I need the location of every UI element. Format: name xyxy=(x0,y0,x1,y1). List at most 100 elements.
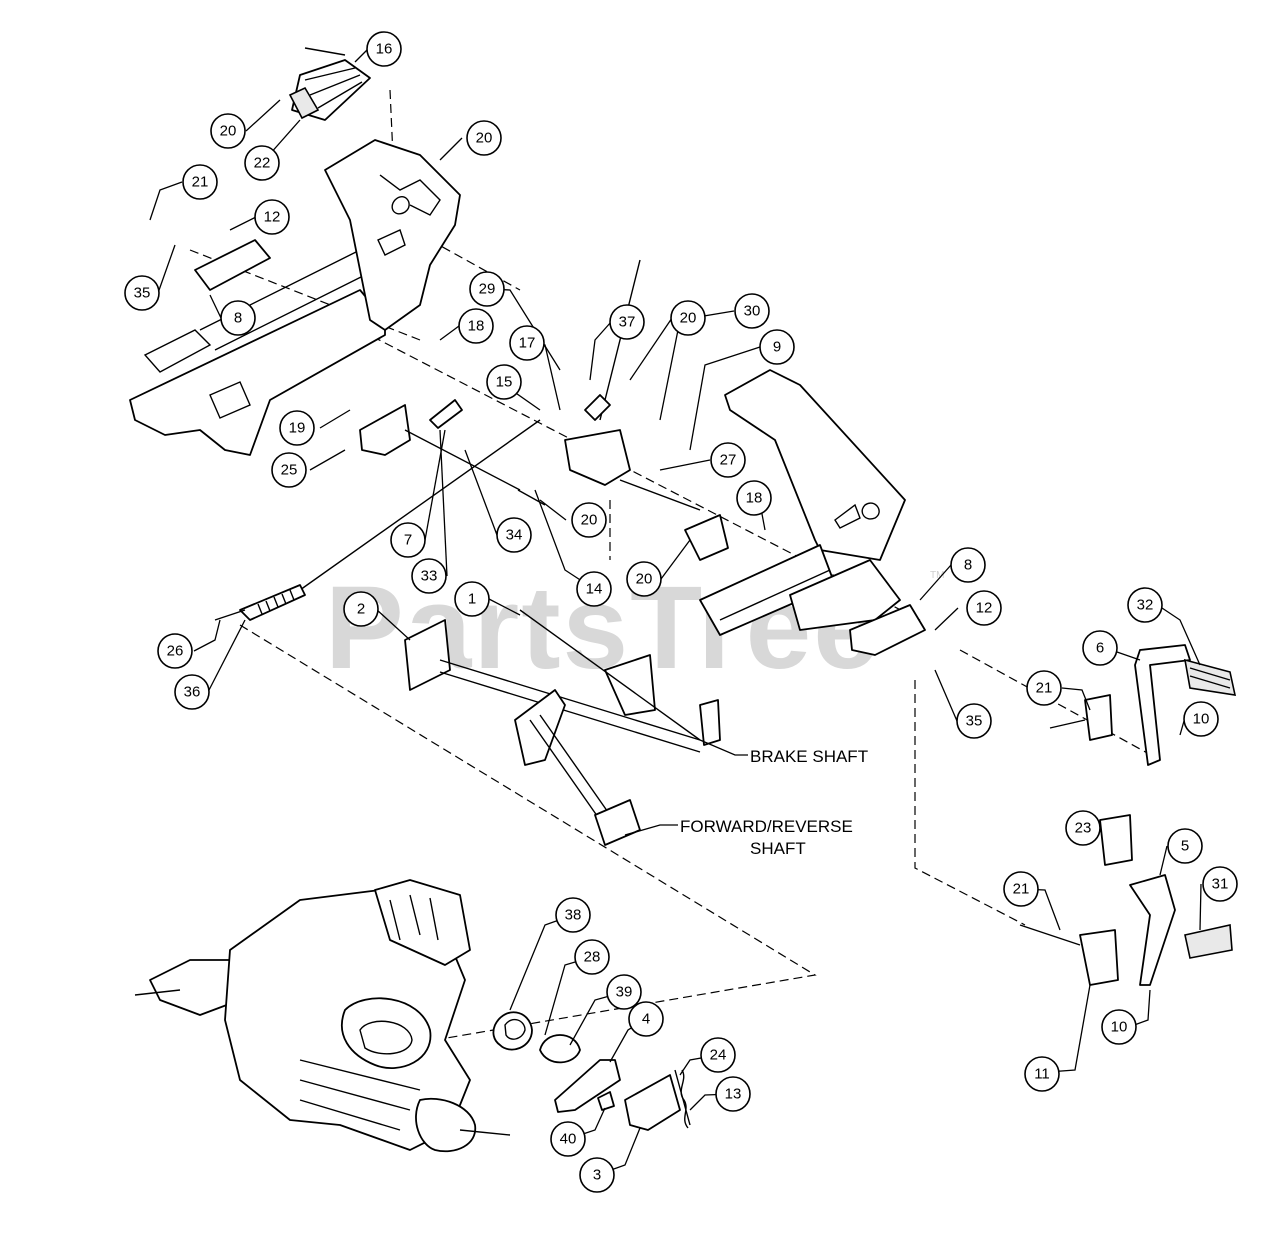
callout-number: 21 xyxy=(192,174,209,191)
brake-shaft-label: BRAKE SHAFT xyxy=(750,747,868,766)
callout-26: 26 xyxy=(157,633,193,669)
callout-number: 18 xyxy=(746,490,763,507)
callout-number: 35 xyxy=(966,713,983,730)
callout-number: 17 xyxy=(519,335,536,352)
callout-circle xyxy=(279,410,315,446)
callout-number: 6 xyxy=(1096,640,1104,657)
callout-circle xyxy=(1101,1009,1137,1045)
callout-circle xyxy=(1167,828,1203,864)
transaxle xyxy=(134,879,511,1153)
callout-circle xyxy=(220,300,256,336)
callout-number: 38 xyxy=(565,907,582,924)
callout-circle xyxy=(469,271,505,307)
callout-number: 1 xyxy=(468,591,476,608)
cable xyxy=(214,419,541,621)
callout-number: 19 xyxy=(289,420,306,437)
callout-35: 35 xyxy=(956,703,992,739)
callout-number: 25 xyxy=(281,462,298,479)
forward-reverse-label-line2: SHAFT xyxy=(750,839,806,858)
callout-circle xyxy=(254,199,290,235)
callout-number: 40 xyxy=(560,1131,577,1148)
callout-circle xyxy=(157,633,193,669)
callout-circle xyxy=(626,561,662,597)
callout-9: 9 xyxy=(759,329,795,365)
callout-number: 14 xyxy=(586,581,603,598)
callout-number: 39 xyxy=(616,984,633,1001)
callout-13: 13 xyxy=(715,1076,751,1112)
callout-33: 33 xyxy=(411,558,447,594)
callout-number: 4 xyxy=(642,1011,650,1028)
callout-circle xyxy=(1065,810,1101,846)
callout-circle xyxy=(1026,670,1062,706)
shaft-assembly xyxy=(404,609,721,846)
callout-circle xyxy=(1127,587,1163,623)
callout-21: 21 xyxy=(1026,670,1062,706)
callout-20: 20 xyxy=(466,120,502,156)
callout-number: 15 xyxy=(496,374,513,391)
right-frame-rail xyxy=(699,369,926,656)
callout-circle xyxy=(411,558,447,594)
callout-circle xyxy=(458,308,494,344)
callout-number: 26 xyxy=(167,643,184,660)
callout-10: 10 xyxy=(1101,1009,1137,1045)
callout-circle xyxy=(1183,701,1219,737)
brake-pedal-upper xyxy=(288,47,371,121)
callout-circle xyxy=(124,275,160,311)
callout-circle xyxy=(628,1001,664,1037)
callout-number: 20 xyxy=(636,571,653,588)
callout-12: 12 xyxy=(966,590,1002,626)
callout-number: 28 xyxy=(584,949,601,966)
callout-number: 16 xyxy=(376,41,393,58)
callout-number: 27 xyxy=(720,452,737,469)
callout-circle xyxy=(574,939,610,975)
callout-27: 27 xyxy=(710,442,746,478)
callout-number: 23 xyxy=(1075,820,1092,837)
callout-circle xyxy=(670,300,706,336)
callout-21: 21 xyxy=(1003,871,1039,907)
left-frame-rail xyxy=(129,239,386,456)
callout-number: 20 xyxy=(476,130,493,147)
callout-number: 7 xyxy=(404,532,412,549)
callout-3: 3 xyxy=(579,1157,615,1193)
forward-reverse-label-line1: FORWARD/REVERSE xyxy=(680,817,853,836)
callout-circle xyxy=(715,1076,751,1112)
callout-28: 28 xyxy=(574,939,610,975)
callout-number: 9 xyxy=(773,339,781,356)
callout-number: 2 xyxy=(357,601,365,618)
callout-36: 36 xyxy=(174,674,210,710)
callout-circle xyxy=(1082,630,1118,666)
callout-circle xyxy=(950,547,986,583)
callout-circle xyxy=(700,1037,736,1073)
callout-circle xyxy=(576,571,612,607)
callout-circle xyxy=(606,974,642,1010)
callout-10: 10 xyxy=(1183,701,1219,737)
callout-number: 21 xyxy=(1036,680,1053,697)
callout-circle xyxy=(496,517,532,553)
callout-number: 22 xyxy=(254,155,271,172)
shaft-labels: BRAKE SHAFT FORWARD/REVERSE SHAFT xyxy=(624,739,868,858)
callout-circle xyxy=(486,364,522,400)
callout-7: 7 xyxy=(390,522,426,558)
callout-number: 21 xyxy=(1013,881,1030,898)
callout-18: 18 xyxy=(458,308,494,344)
callout-6: 6 xyxy=(1082,630,1118,666)
callout-circle xyxy=(550,1121,586,1157)
callout-29: 29 xyxy=(469,271,505,307)
callout-17: 17 xyxy=(509,325,545,361)
callout-34: 34 xyxy=(496,517,532,553)
callout-23: 23 xyxy=(1065,810,1101,846)
callout-circle xyxy=(759,329,795,365)
callout-18: 18 xyxy=(736,480,772,516)
callout-circle xyxy=(736,480,772,516)
callout-30: 30 xyxy=(734,293,770,329)
callout-circle xyxy=(343,591,379,627)
callout-11: 11 xyxy=(1024,1056,1060,1092)
callout-number: 13 xyxy=(725,1086,742,1103)
callout-number: 32 xyxy=(1137,597,1154,614)
callout-32: 32 xyxy=(1127,587,1163,623)
callout-number: 34 xyxy=(506,527,523,544)
callout-circle xyxy=(390,522,426,558)
watermark-trademark: TM xyxy=(930,570,944,581)
callout-circle xyxy=(966,590,1002,626)
